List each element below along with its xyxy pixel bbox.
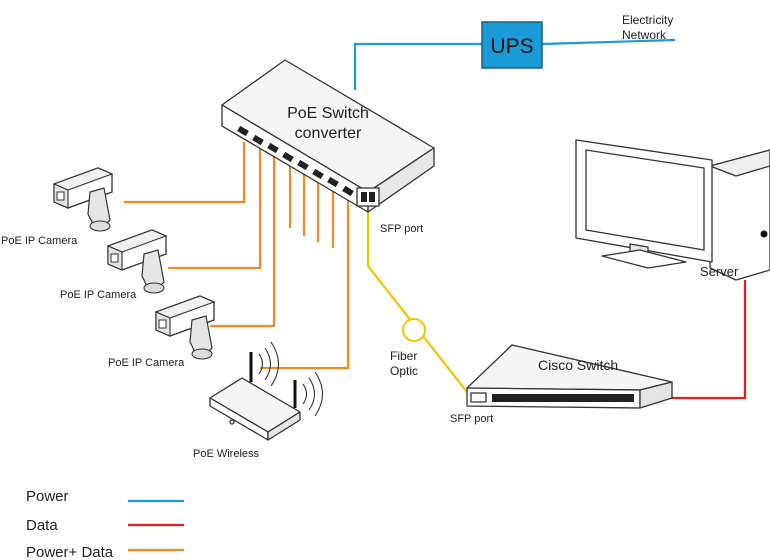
sfp-port-icon-bottom: [470, 392, 487, 403]
fiber-label-2: Optic: [390, 364, 418, 378]
camera-icon-3: [155, 295, 215, 360]
cisco-port-strip: [492, 394, 634, 402]
fiber-cable-line: [366, 210, 468, 393]
wireless-signal-icon: [258, 341, 324, 417]
electricity-network-label-1: Electricity: [622, 13, 673, 27]
cisco-switch-icon: [466, 344, 673, 409]
poe-port-1: [237, 125, 249, 137]
data-cable-server-to-cisco: [640, 280, 747, 400]
ups-label: UPS: [490, 35, 533, 58]
poe-switch-label-1: PoE Switch: [287, 105, 369, 122]
poe-port-4: [282, 151, 294, 163]
sfp-port-icon-top: [356, 187, 380, 207]
monitor-screen: [585, 149, 705, 251]
poe-switch-label-2: converter: [295, 125, 362, 142]
ups-device: UPS: [481, 21, 543, 69]
power-cables: [353, 38, 676, 90]
poe-port-5: [297, 159, 309, 171]
camera-label-1: PoE IP Camera: [1, 235, 78, 247]
camera-label-3: PoE IP Camera: [108, 357, 185, 369]
poe-cable-camera-2: [168, 148, 262, 270]
legend-label-power: Power: [26, 488, 69, 505]
poe-switch-icon: [221, 59, 435, 213]
poe-switch-ports: [237, 125, 354, 197]
poe-cables: [124, 142, 350, 370]
fiber-optic-marker: [402, 318, 426, 342]
server-label: Server: [700, 264, 739, 279]
electricity-network-label-2: Network: [622, 28, 667, 42]
wireless-router-icon: [209, 341, 324, 441]
ups-icon: [481, 21, 543, 69]
poe-cable-camera-1: [124, 142, 246, 204]
cisco-switch-label: Cisco Switch: [538, 357, 618, 373]
fiber-cable: [366, 210, 468, 393]
server-tower-icon: [709, 149, 770, 281]
camera-icon-2: [107, 229, 167, 294]
poe-port-7: [327, 176, 339, 188]
server-monitor-icon: [575, 139, 713, 269]
power-cable-ups-to-switch: [353, 42, 482, 90]
wireless-label: PoE Wireless: [193, 448, 260, 460]
sfp-port-label-bottom: SFP port: [450, 413, 493, 425]
router-side: [267, 411, 301, 441]
sfp-port-slot-top-2: [369, 192, 375, 202]
poe-cable-wireless: [260, 188, 350, 370]
legend-label-power-data: Power+ Data: [26, 544, 114, 560]
legend-label-data: Data: [26, 517, 58, 534]
cisco-switch-side: [639, 381, 673, 409]
poe-port-6: [312, 168, 324, 180]
poe-cable-camera-3: [210, 154, 276, 328]
poe-port-8: [342, 185, 354, 197]
camera-label-2: PoE IP Camera: [60, 289, 137, 301]
monitor-base: [601, 249, 687, 269]
sfp-port-label-top: SFP port: [380, 223, 423, 235]
camera-icon-1: [53, 167, 113, 232]
poe-port-2: [252, 134, 264, 146]
fiber-label-1: Fiber: [390, 349, 417, 363]
power-cable-grid-to-ups: [541, 38, 676, 46]
legend: Power Data Power+ Data: [26, 488, 184, 560]
poe-port-3: [267, 142, 279, 154]
sfp-port-slot-top: [361, 192, 367, 202]
